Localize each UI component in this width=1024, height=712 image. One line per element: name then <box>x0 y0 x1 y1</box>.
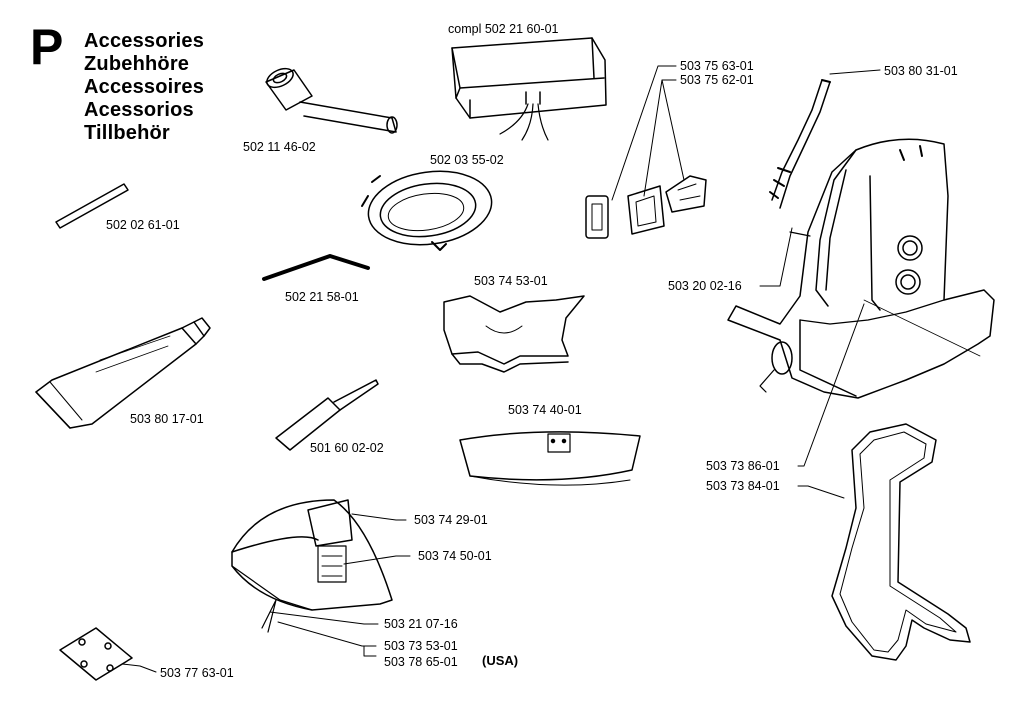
stand-frame-illustration <box>831 423 971 661</box>
hex-key-illustration <box>262 254 370 281</box>
guard-small-illustration <box>459 431 641 486</box>
title-swedish: Tillbehör <box>84 122 170 144</box>
part-label-guard-bracket: 503 74 50-01 <box>418 549 492 563</box>
part-label-hex-key: 502 21 58-01 <box>285 290 359 304</box>
part-label-guard-large: 503 74 29-01 <box>414 513 488 527</box>
line-reel-illustration <box>361 170 493 251</box>
section-title-block: Accessories Zubehhöre Accessoires Acesso… <box>84 30 204 145</box>
guard-large-illustration <box>231 499 393 633</box>
part-label-guard-screw: 503 21 07-16 <box>384 617 458 631</box>
title-english: Accessories <box>84 30 205 52</box>
shield-insert-illustration <box>443 295 585 373</box>
part-label-buckle-a: 503 75 63-01 <box>680 59 754 73</box>
file-tool-illustration <box>275 379 379 451</box>
buckle-illustration <box>585 175 707 239</box>
part-label-pin: 502 02 61-01 <box>106 218 180 232</box>
part-label-shield-insert: 503 74 53-01 <box>474 274 548 288</box>
part-label-hook-strap: 503 80 31-01 <box>884 64 958 78</box>
leader-lines <box>121 65 881 673</box>
part-label-line-reel: 502 03 55-02 <box>430 153 504 167</box>
part-label-guard-kit: 503 73 53-01 <box>384 639 458 653</box>
grease-tube-illustration <box>35 317 211 429</box>
title-spanish: Acessorios <box>84 99 194 121</box>
part-label-file-tool: 501 60 02-02 <box>310 441 384 455</box>
harness-illustration <box>727 138 995 399</box>
part-label-grease-tube: 503 80 17-01 <box>130 412 204 426</box>
part-label-guard-kit-usa: 503 78 65-01 <box>384 655 458 669</box>
part-label-harness: 503 73 86-01 <box>706 459 780 473</box>
part-label-decal: 503 77 63-01 <box>160 666 234 680</box>
part-label-combi-wrench: 502 11 46-02 <box>243 140 316 154</box>
pin-illustration <box>55 183 129 229</box>
part-label-harness-screw: 503 20 02-16 <box>668 279 742 293</box>
decal-plate-illustration <box>59 627 133 681</box>
usa-note: (USA) <box>482 653 519 668</box>
trimmer-bag-illustration <box>451 37 607 141</box>
hook-strap-illustration <box>769 79 831 209</box>
section-letter: P <box>30 19 64 75</box>
part-label-buckle-b: 503 75 62-01 <box>680 73 754 87</box>
title-german: Zubehhöre <box>84 53 190 75</box>
part-label-guard-small: 503 74 40-01 <box>508 403 582 417</box>
part-label-trimmer-bag: compl 502 21 60-01 <box>448 22 559 36</box>
title-french: Accessoires <box>84 76 205 98</box>
combi-wrench-illustration <box>265 67 398 134</box>
part-label-stand: 503 73 84-01 <box>706 479 780 493</box>
